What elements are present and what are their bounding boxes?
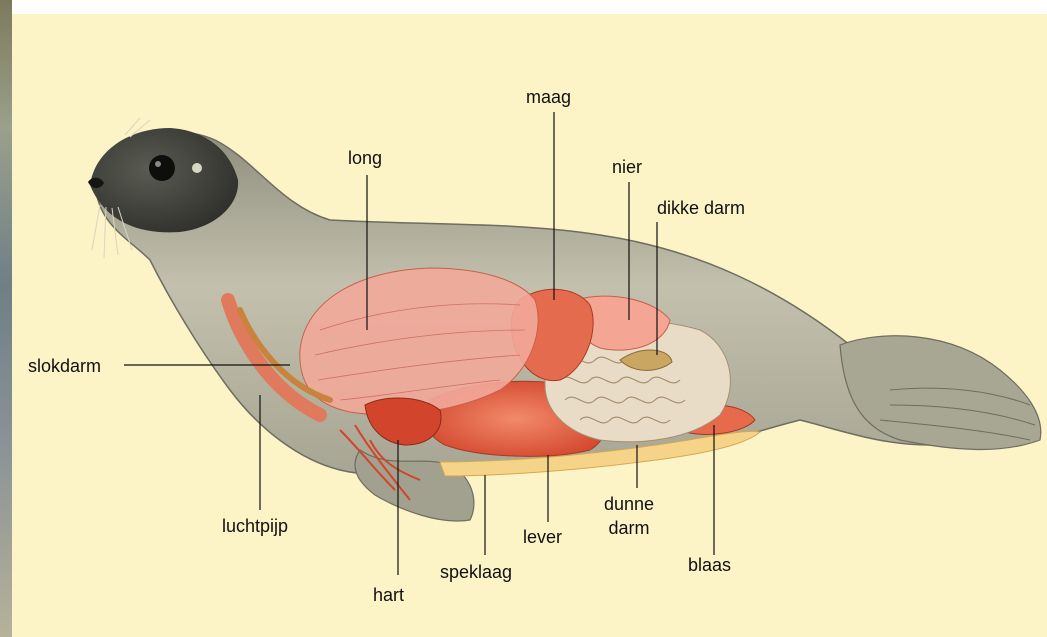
label-dikke-darm: dikke darm (657, 198, 745, 218)
label-long: long (348, 148, 382, 168)
seal-ear (192, 163, 202, 173)
label-blaas: blaas (688, 555, 731, 575)
label-dunne-darm: dunne darm (604, 492, 654, 540)
label-lever: lever (523, 527, 562, 547)
label-speklaag: speklaag (440, 562, 512, 582)
label-maag: maag (526, 87, 571, 107)
label-nier: nier (612, 157, 642, 177)
label-slokdarm: slokdarm (28, 356, 101, 376)
seal-eye (149, 155, 175, 181)
label-luchtpijp: luchtpijp (222, 516, 288, 536)
label-hart: hart (373, 585, 404, 605)
